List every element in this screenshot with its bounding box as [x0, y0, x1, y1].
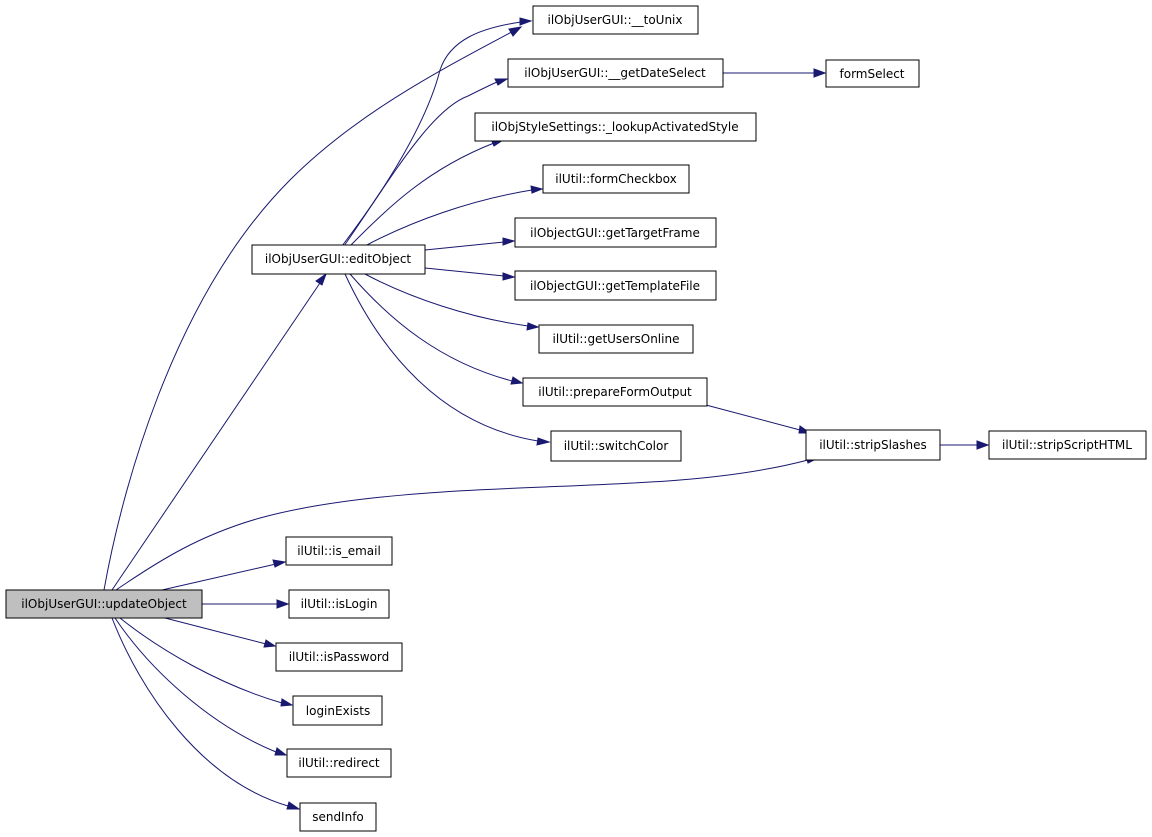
edge-editobject-gettargetframe [424, 241, 505, 251]
node-label: ilUtil::is_email [297, 544, 381, 558]
node-label: ilObjUserGUI::editObject [265, 252, 412, 266]
node-label: ilObjUserGUI::__toUnix [548, 13, 683, 27]
node-get-users-online[interactable]: ilUtil::getUsersOnline [538, 324, 694, 354]
edge-arrow-updateobject-isemail [272, 559, 287, 568]
edge-arrow-editobject-getusersonline [526, 322, 540, 331]
edge-arrow-updateobject-tounix [508, 26, 523, 37]
edge-arrow-updateobject-sendinfo [286, 801, 301, 810]
edge-arrow-updateobject-ispassword [263, 639, 277, 648]
edge-arrow-stripslashes-stripscripthtml [976, 440, 990, 450]
node-label: ilUtil::getUsersOnline [553, 332, 680, 346]
node-label: ilUtil::stripScriptHTML [1002, 438, 1132, 452]
edge-updateobject-redirect [114, 617, 277, 753]
node-strip-slashes[interactable]: ilUtil::stripSlashes [805, 429, 941, 461]
node-label: ilObjStyleSettings::_lookupActivatedStyl… [491, 120, 738, 134]
edge-editobject-gettemplatefile [424, 267, 505, 277]
edge-arrow-editobject-gettemplatefile [502, 272, 516, 281]
node-edit-object[interactable]: ilObjUserGUI::editObject [251, 244, 426, 275]
node-label: ilUtil::switchColor [564, 439, 669, 453]
node-label: ilUtil::redirect [298, 756, 380, 770]
node-send-info[interactable]: sendInfo [299, 802, 377, 832]
edges [103, 17, 990, 810]
edge-arrow-editobject-getdateselect [494, 78, 509, 86]
node-update-object[interactable]: ilObjUserGUI::updateObject [5, 589, 203, 619]
node-redirect[interactable]: ilUtil::redirect [286, 748, 392, 778]
node-is-email[interactable]: ilUtil::is_email [285, 536, 393, 566]
edge-updateobject-ispassword [164, 617, 267, 645]
node-lookup-activated-style[interactable]: ilObjStyleSettings::_lookupActivatedStyl… [474, 112, 757, 142]
edge-prepareformoutput-stripslashes [705, 404, 801, 431]
node-is-login[interactable]: ilUtil::isLogin [288, 589, 390, 619]
node-form-checkbox[interactable]: ilUtil::formCheckbox [542, 164, 690, 194]
edge-arrow-updateobject-editobject [315, 272, 328, 286]
edge-editobject-getdateselect [343, 81, 498, 247]
edge-updateobject-stripslashes [115, 459, 809, 591]
node-label: ilUtil::stripSlashes [819, 438, 927, 452]
edge-arrow-updateobject-islogin [276, 599, 290, 609]
edge-arrow-editobject-switchcolor [536, 437, 551, 446]
edge-arrow-editobject-tounix [519, 17, 533, 26]
node-label: formSelect [840, 67, 905, 81]
nodes: ilObjUserGUI::updateObject ilObjUserGUI:… [5, 5, 1147, 832]
node-label: ilObjectGUI::getTargetFrame [530, 226, 700, 240]
node-label: ilObjUserGUI::updateObject [21, 597, 187, 611]
edge-arrow-editobject-formcheckbox [530, 185, 544, 194]
node-label: ilUtil::prepareFormOutput [538, 385, 692, 399]
edge-updateobject-loginexists [119, 617, 283, 704]
node-is-password[interactable]: ilUtil::isPassword [275, 642, 403, 672]
node-get-date-select[interactable]: ilObjUserGUI::__getDateSelect [507, 58, 724, 88]
node-form-select[interactable]: formSelect [825, 59, 920, 88]
edge-editobject-getusersonline [364, 273, 529, 327]
node-label: ilUtil::isPassword [289, 650, 390, 664]
edge-arrow-editobject-gettargetframe [502, 237, 516, 246]
edge-arrow-getdateselect-formselect [813, 68, 827, 78]
node-switch-color[interactable]: ilUtil::switchColor [550, 430, 682, 462]
node-to-unix[interactable]: ilObjUserGUI::__toUnix [532, 5, 699, 35]
node-strip-script-html[interactable]: ilUtil::stripScriptHTML [988, 430, 1147, 460]
edge-arrow-updateobject-loginexists [280, 698, 294, 707]
node-label: ilUtil::isLogin [301, 597, 378, 611]
edge-arrow-editobject-prepareformoutput [510, 376, 524, 385]
node-label: ilObjUserGUI::__getDateSelect [524, 66, 706, 80]
edge-updateobject-tounix [103, 26, 522, 591]
edge-updateobject-sendinfo [111, 617, 289, 807]
node-prepare-form-output[interactable]: ilUtil::prepareFormOutput [522, 377, 708, 407]
edge-editobject-prepareformoutput [349, 273, 513, 382]
node-login-exists[interactable]: loginExists [292, 695, 383, 726]
node-label: ilUtil::formCheckbox [555, 172, 677, 186]
node-label: loginExists [306, 704, 370, 718]
edge-editobject-switchcolor [344, 273, 539, 442]
edge-updateobject-editobject [111, 279, 323, 591]
edge-arrow-updateobject-redirect [274, 747, 288, 756]
node-label: ilObjectGUI::getTemplateFile [530, 279, 700, 293]
edge-editobject-formcheckbox [364, 189, 533, 247]
node-get-template-file[interactable]: ilObjectGUI::getTemplateFile [514, 270, 717, 301]
node-get-target-frame[interactable]: ilObjectGUI::getTargetFrame [514, 217, 717, 248]
node-label: sendInfo [312, 810, 364, 824]
edge-editobject-lookup [349, 142, 495, 247]
edge-updateobject-isemail [161, 563, 277, 591]
